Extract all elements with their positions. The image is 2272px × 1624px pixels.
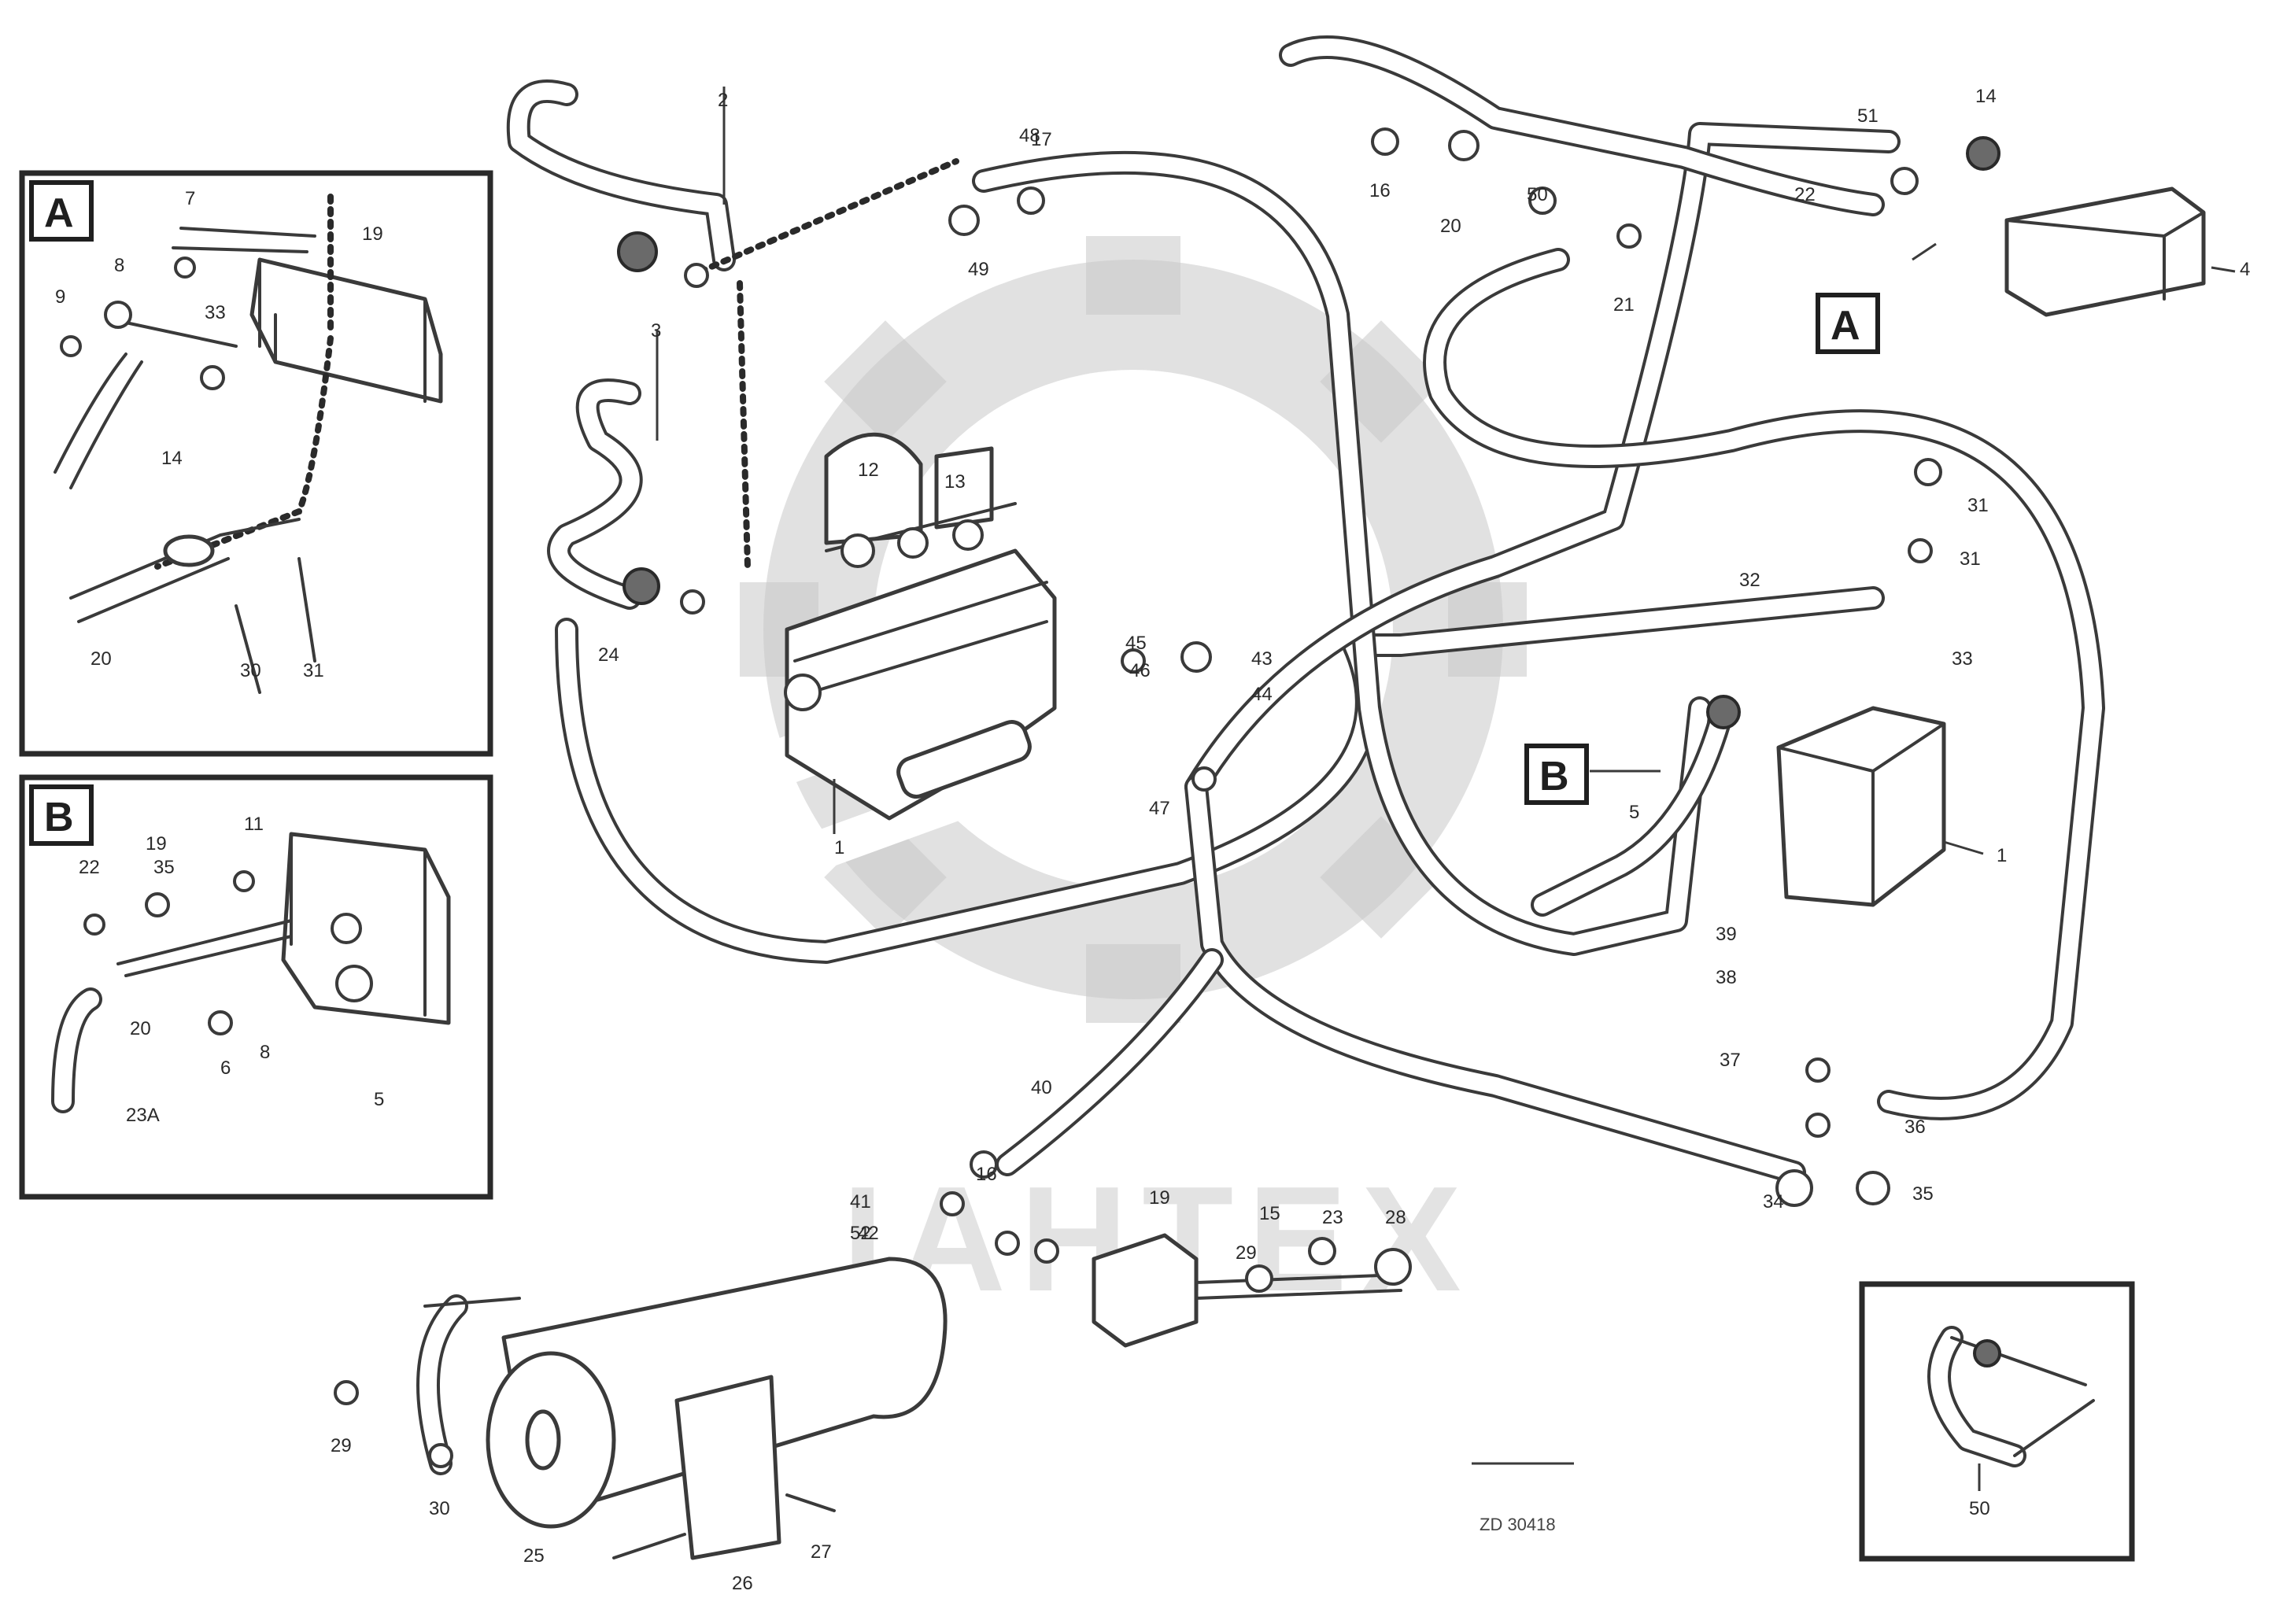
- inset-b-frame: [19, 774, 493, 1200]
- callout: 30: [240, 660, 261, 681]
- inset-a-parts: [54, 194, 443, 694]
- callout: 33: [205, 302, 226, 323]
- callout: 49: [968, 259, 989, 280]
- detail-tag-a-main: A: [1816, 293, 1880, 354]
- callout: 29: [331, 1435, 352, 1456]
- callout: 2: [718, 90, 728, 111]
- callout: 43: [1251, 648, 1273, 670]
- callout: 19: [146, 833, 167, 854]
- callout: 1: [834, 837, 844, 858]
- callout: 46: [1129, 660, 1151, 681]
- callout: 30: [429, 1498, 450, 1519]
- callout: 11: [244, 814, 264, 835]
- inset-c-parts: [1927, 1326, 2095, 1491]
- callout: 22: [1794, 184, 1816, 205]
- callout: 22: [79, 857, 100, 878]
- callout: 38: [1716, 967, 1737, 988]
- callout: 15: [1259, 1203, 1280, 1224]
- callout: 44: [1251, 684, 1273, 705]
- callout: 23: [1322, 1207, 1343, 1228]
- leader-lines: [833, 242, 2236, 855]
- callout: 5: [1629, 802, 1639, 823]
- callout: 42: [858, 1223, 879, 1244]
- callout: 3: [651, 320, 661, 341]
- callout: 25: [523, 1545, 545, 1567]
- detail-tag-b-inset-label: B: [44, 795, 74, 840]
- callout: 50: [1527, 184, 1548, 205]
- callout: 35: [1912, 1183, 1934, 1205]
- callouts-inset-a: 7 8 9 14 19 20 30 31 33: [55, 188, 383, 681]
- callout: 13: [944, 471, 966, 493]
- callout: 16: [1369, 180, 1391, 201]
- callout: 20: [91, 648, 112, 670]
- callout: 8: [260, 1042, 270, 1063]
- callout: 4: [2240, 259, 2250, 280]
- callout: 5: [374, 1089, 384, 1110]
- callout: 14: [161, 448, 183, 469]
- callout: 37: [1720, 1050, 1741, 1071]
- callout: 23A: [126, 1105, 160, 1126]
- callout: 39: [1716, 924, 1737, 945]
- control-valve-block: [784, 432, 1057, 821]
- callout: 20: [1440, 216, 1461, 237]
- callouts-main: 1 1 2 3 4 5 12 13 14 15 16 16 17 19 20 2…: [331, 86, 2250, 1594]
- detail-tag-b-main-label: B: [1539, 754, 1569, 799]
- callout: 21: [1613, 294, 1635, 316]
- callout: 8: [114, 255, 124, 276]
- dotted-link: [697, 158, 959, 570]
- callout: 45: [1125, 633, 1147, 654]
- callout: 41: [850, 1191, 871, 1212]
- callout: 32: [1739, 570, 1760, 591]
- callout: 51: [1857, 105, 1879, 127]
- top-right-box: [2004, 186, 2206, 317]
- hose-lines: [555, 35, 2105, 1184]
- callout: 31: [1960, 548, 1981, 570]
- callout: 28: [1385, 1207, 1406, 1228]
- callout: 31: [303, 660, 324, 681]
- detail-tag-a-main-label: A: [1831, 303, 1860, 349]
- detail-tag-b-main: B: [1524, 744, 1589, 805]
- callout: 26: [732, 1573, 753, 1594]
- detail-tag-a-inset: A: [29, 180, 94, 242]
- drawing-ref: ZD 30418: [1480, 1515, 1556, 1534]
- callout: 1: [1997, 845, 2007, 866]
- callout: 16: [976, 1164, 997, 1185]
- callout: 52: [850, 1223, 871, 1244]
- manifold-block: [1092, 1233, 1412, 1348]
- inset-b-parts: [51, 832, 451, 1113]
- callout: 6: [220, 1057, 231, 1079]
- callout: 40: [1031, 1077, 1052, 1098]
- callout: 31: [1967, 495, 1989, 516]
- callout: 36: [1904, 1116, 1926, 1138]
- fittings: [617, 127, 2000, 1264]
- callouts-inset-b: 5 6 8 11 19 20 22 35 23A: [79, 814, 384, 1126]
- detail-tag-a-inset-label: A: [44, 190, 74, 236]
- accumulator-cylinder: [334, 1257, 948, 1560]
- callout: 34: [1763, 1191, 1784, 1212]
- callout: 17: [1031, 129, 1052, 150]
- bent-tubes: [506, 79, 736, 610]
- detail-tag-b-inset: B: [29, 784, 94, 846]
- oil-reservoir: [1776, 706, 1946, 907]
- callout: 48: [1019, 125, 1040, 146]
- callout: 33: [1952, 648, 1973, 670]
- callout: 19: [1149, 1187, 1170, 1209]
- callout: 20: [130, 1018, 151, 1039]
- callout: 35: [153, 857, 175, 878]
- callout: 50: [1969, 1498, 1990, 1519]
- callout: 9: [55, 286, 65, 308]
- callout: 14: [1975, 86, 1997, 107]
- callout: 29: [1236, 1242, 1257, 1264]
- inset-a-frame: [19, 170, 493, 757]
- callout: 27: [811, 1541, 832, 1563]
- callout: 47: [1149, 798, 1170, 819]
- callout: 12: [858, 460, 879, 481]
- inset-c-frame: [1859, 1281, 2135, 1562]
- callout: 19: [362, 223, 383, 245]
- callout: 7: [185, 188, 195, 209]
- callout: 24: [598, 644, 619, 666]
